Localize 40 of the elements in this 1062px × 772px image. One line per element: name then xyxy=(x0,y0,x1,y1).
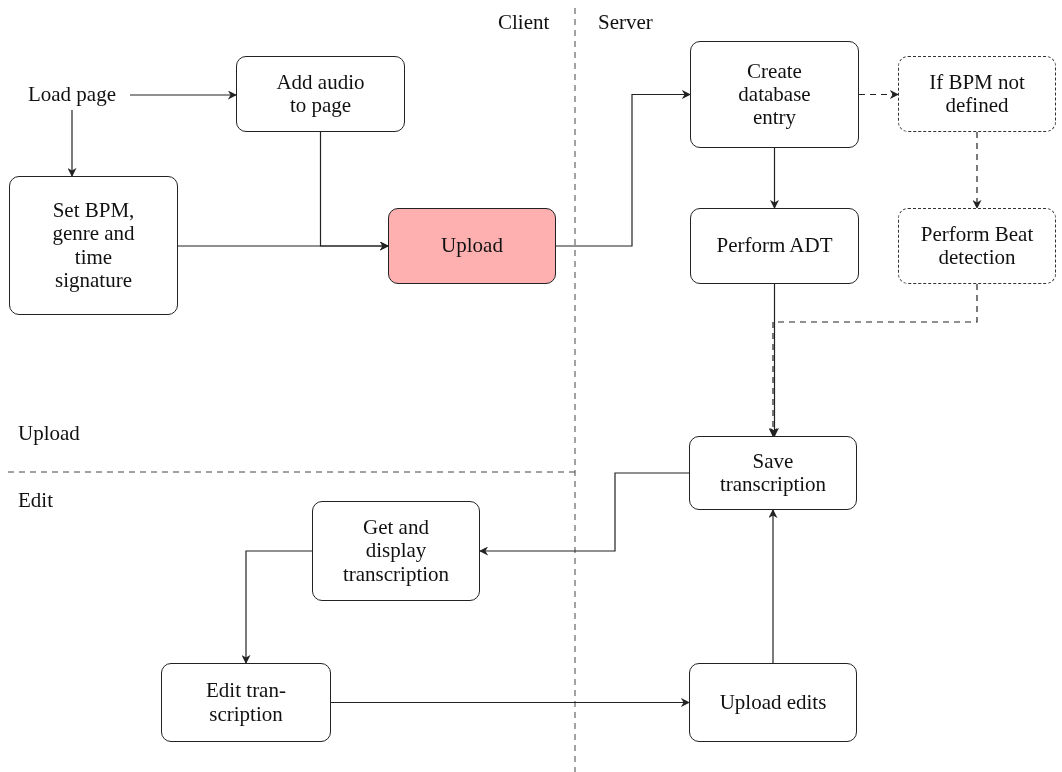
arrow xyxy=(972,131,982,209)
arrow xyxy=(768,283,978,437)
node-text: Set BPM, genre and time signature xyxy=(51,199,136,292)
arrow xyxy=(555,90,691,247)
node-text: Save transcription xyxy=(718,449,828,497)
process-box xyxy=(236,56,405,132)
node-text: Perform ADT xyxy=(716,234,833,258)
node-text: Upload xyxy=(441,234,503,258)
node-text: Get and display transcription xyxy=(341,516,451,586)
arrow xyxy=(129,90,237,100)
process-box xyxy=(898,56,1056,132)
process-box xyxy=(690,41,859,148)
arrow xyxy=(768,509,778,664)
process-box xyxy=(9,176,178,315)
arrow xyxy=(770,147,779,209)
node-text: If BPM not defined xyxy=(928,70,1026,118)
node-text: Load page xyxy=(27,83,116,107)
arrow xyxy=(67,109,77,177)
process-box xyxy=(898,208,1056,284)
node-text: Add audio to page xyxy=(275,70,366,118)
process-box xyxy=(388,208,556,284)
arrow xyxy=(858,90,899,99)
lane-label: Server xyxy=(598,10,653,35)
section-label: Upload xyxy=(18,421,80,446)
process-box xyxy=(689,663,857,742)
process-box xyxy=(161,663,331,742)
arrow xyxy=(241,550,313,664)
node-text: Perform Beat detection xyxy=(919,222,1035,270)
process-box xyxy=(312,501,480,601)
arrow xyxy=(330,698,690,707)
arrow xyxy=(770,283,779,437)
arrow xyxy=(479,472,690,556)
lane-label: Client xyxy=(498,10,550,35)
process-box xyxy=(690,208,859,284)
node-text: Upload edits xyxy=(719,690,827,715)
node-text: Create database entry xyxy=(737,59,812,130)
process-box xyxy=(689,436,857,510)
arrow xyxy=(177,241,389,251)
node-text: Edit tran- scription xyxy=(205,679,287,726)
section-label: Edit xyxy=(18,488,53,513)
